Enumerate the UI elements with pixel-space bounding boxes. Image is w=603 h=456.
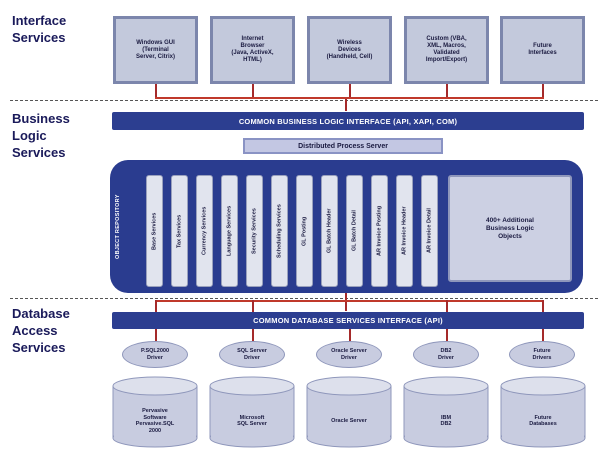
database-label: Microsoft SQL Server <box>237 414 267 428</box>
connector <box>446 84 448 98</box>
connector <box>446 329 448 341</box>
service-label: AR Invoice Header <box>401 206 408 256</box>
interface-box-custom: Custom (VBA, XML, Macros, Validated Impo… <box>404 16 489 84</box>
service-ar-invoice-header: AR Invoice Header <box>396 175 413 287</box>
service-gl-batch-header: GL Batch Header <box>321 175 338 287</box>
database-future: Future Databases <box>500 376 586 448</box>
service-label: GL Batch Detail <box>351 210 358 252</box>
service-currency: Currency Services <box>196 175 213 287</box>
connector <box>155 84 157 98</box>
connector <box>446 300 448 312</box>
connector <box>345 99 347 111</box>
database-cylinder-icon <box>112 376 198 448</box>
driver-oracle-server: Oracle Server Driver <box>316 341 382 368</box>
database-cylinder-icon <box>403 376 489 448</box>
interface-services-label: Interface Services <box>12 13 67 45</box>
service-label: Currency Services <box>201 206 208 256</box>
connector <box>252 329 254 341</box>
service-label: GL Posting <box>301 216 308 246</box>
business-logic-services-label: Business Logic Services <box>12 111 70 160</box>
interface-box-internet-browser: Internet Browser (Java, ActiveX, HTML) <box>210 16 295 84</box>
driver-sql-server: SQL Server Driver <box>219 341 285 368</box>
interface-box-future-interfaces: Future Interfaces <box>500 16 585 84</box>
service-security: Security Services <box>246 175 263 287</box>
service-gl-posting: GL Posting <box>296 175 313 287</box>
database-microsoft-sql-server: Microsoft SQL Server <box>209 376 295 448</box>
service-scheduling: Scheduling Services <box>271 175 288 287</box>
service-label: Scheduling Services <box>276 204 283 258</box>
connector <box>345 293 347 311</box>
service-label: Base Services <box>151 212 158 250</box>
connector <box>252 84 254 98</box>
database-cylinder-icon <box>500 376 586 448</box>
connector-bus <box>155 300 544 302</box>
service-label: Language Services <box>226 205 233 257</box>
connector <box>349 329 351 341</box>
connector <box>542 329 544 341</box>
database-label: Pervasive Software Pervasive.SQL 2000 <box>135 408 175 434</box>
distributed-process-server: Distributed Process Server <box>243 138 443 154</box>
service-language: Language Services <box>221 175 238 287</box>
database-access-services-label: Database Access Services <box>12 306 70 355</box>
connector <box>542 84 544 98</box>
database-label: Future Databases <box>529 414 557 428</box>
service-label: AR Invoice Detail <box>426 208 433 254</box>
connector <box>252 300 254 312</box>
database-cylinder-icon <box>306 376 392 448</box>
connector <box>155 329 157 341</box>
service-ar-invoice-posting: AR Invoice Posting <box>371 175 388 287</box>
service-ar-invoice-detail: AR Invoice Detail <box>421 175 438 287</box>
layer-divider-bottom <box>10 298 598 299</box>
database-oracle-server: Oracle Server <box>306 376 392 448</box>
interface-box-wireless-devices: Wireless Devices (Handheld, Cell) <box>307 16 392 84</box>
driver-future: Future Drivers <box>509 341 575 368</box>
interface-box-windows-gui: Windows GUI (Terminal Server, Citrix) <box>113 16 198 84</box>
service-label: AR Invoice Posting <box>376 205 383 257</box>
service-base: Base Services <box>146 175 163 287</box>
layer-divider-top <box>10 100 598 101</box>
connector <box>155 300 157 312</box>
common-business-logic-interface-bar: COMMON BUSINESS LOGIC INTERFACE (API, XA… <box>112 112 584 130</box>
service-label: Security Services <box>251 208 258 254</box>
service-gl-batch-detail: GL Batch Detail <box>346 175 363 287</box>
database-label: IBM DB2 <box>440 414 452 428</box>
database-pervasive: Pervasive Software Pervasive.SQL 2000 <box>112 376 198 448</box>
common-database-services-interface-bar: COMMON DATABASE SERVICES INTERFACE (API) <box>112 312 584 329</box>
service-tax: Tax Services <box>171 175 188 287</box>
driver-db2: DB2 Driver <box>413 341 479 368</box>
object-repository-label: OBJECT REPOSITORY <box>115 194 121 260</box>
database-label: Oracle Server <box>331 417 367 424</box>
connector <box>349 84 351 98</box>
database-cylinder-icon <box>209 376 295 448</box>
service-label: GL Batch Header <box>326 208 333 254</box>
service-label: Tax Services <box>176 214 183 248</box>
database-ibm-db2: IBM DB2 <box>403 376 489 448</box>
connector <box>542 300 544 312</box>
additional-business-logic-objects: 400+ Additional Business Logic Objects <box>448 175 572 282</box>
driver-psql2000: P.SQL2000 Driver <box>122 341 188 368</box>
connector-bus <box>155 97 544 99</box>
